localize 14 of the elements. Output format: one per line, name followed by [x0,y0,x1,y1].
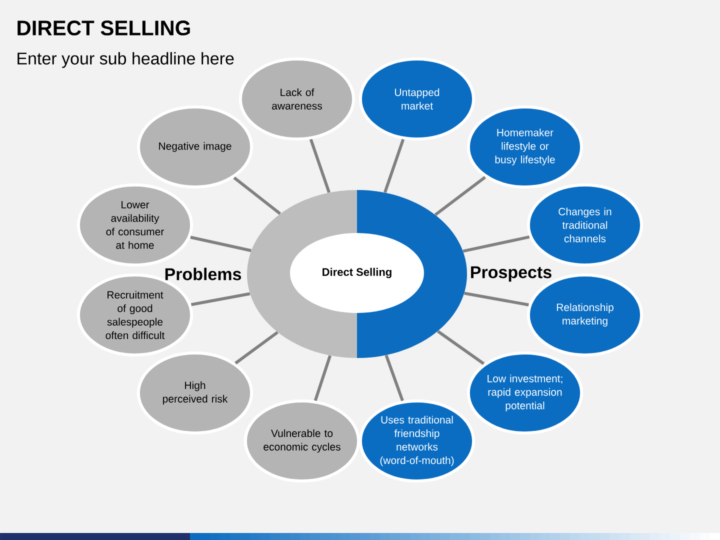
connector-line [314,355,332,402]
connector-line [233,176,282,215]
connector-line [234,331,278,364]
connector-line [190,292,250,306]
connector-line [464,292,529,306]
connector-line [462,235,530,253]
connector-line [384,138,405,194]
title: DIRECT SELLING [18,20,190,36]
connector-line [384,354,404,402]
subtitle: Enter your sub headline here [18,52,234,68]
connector-line [436,330,485,365]
connector-line [190,236,252,252]
connector-line [434,176,486,216]
connector-line [309,138,330,194]
